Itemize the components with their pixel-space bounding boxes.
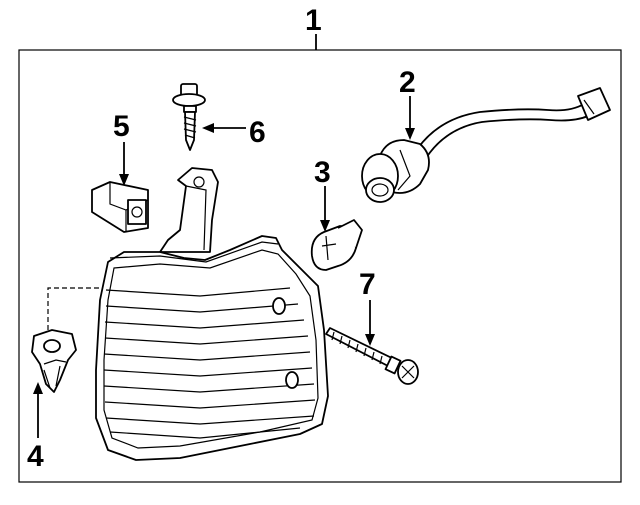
- diagram-frame: [18, 49, 622, 483]
- socket-wire-icon[interactable]: [361, 87, 611, 203]
- callout-6[interactable]: 6: [249, 116, 266, 149]
- callout-3[interactable]: 3: [314, 156, 331, 189]
- leader-lines: [33, 34, 415, 438]
- callout-5[interactable]: 5: [113, 110, 130, 143]
- callout-2[interactable]: 2: [399, 66, 416, 99]
- bulb-icon[interactable]: [310, 219, 363, 271]
- bolt-icon[interactable]: [172, 83, 206, 151]
- callout-7[interactable]: 7: [359, 268, 376, 301]
- callout-1[interactable]: 1: [305, 4, 322, 37]
- clip-nut-icon[interactable]: [31, 329, 77, 393]
- retainer-clip-icon[interactable]: [91, 181, 149, 233]
- callout-4[interactable]: 4: [27, 440, 44, 473]
- lamp-assembly-icon[interactable]: [95, 167, 329, 461]
- screw-icon[interactable]: [325, 327, 419, 385]
